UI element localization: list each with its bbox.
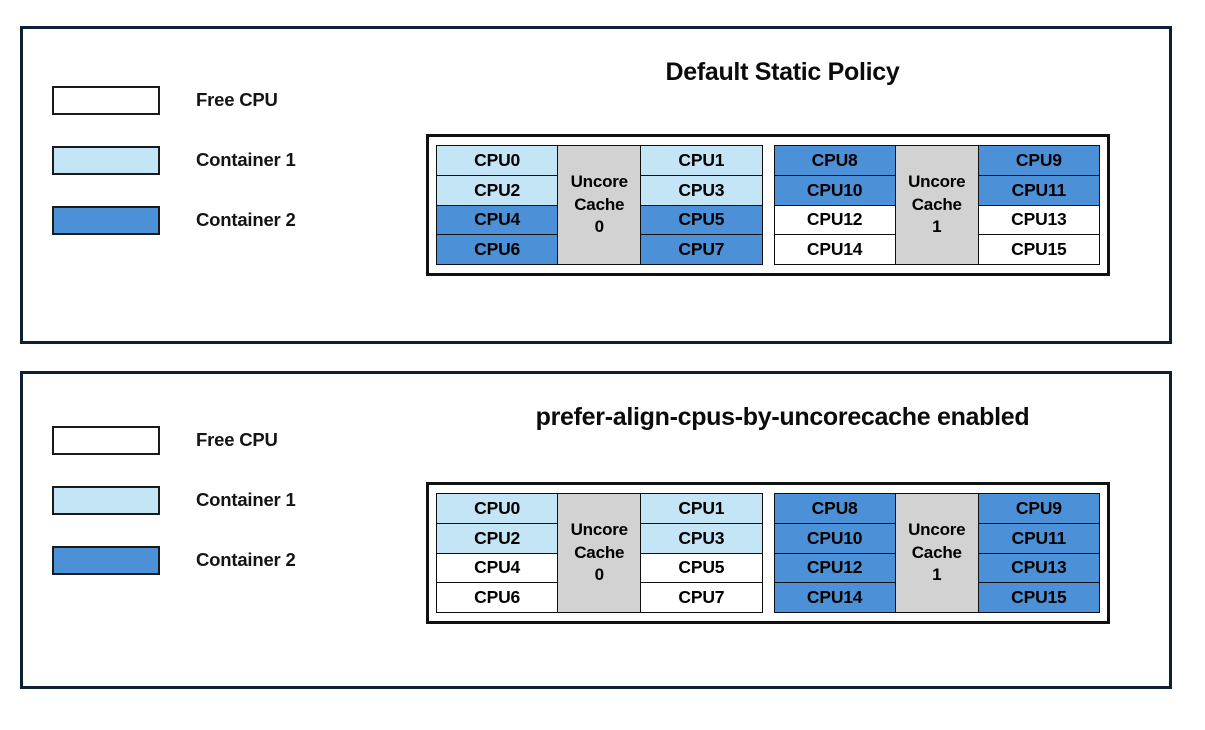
cpu-column-right: CPU9 CPU11 CPU13 CPU15: [977, 493, 1100, 613]
legend-item-container-2: Container 2: [52, 545, 296, 575]
cpu-topology-diagram-bottom: CPU0 CPU2 CPU4 CPU6 Uncore Cache 0 CPU1 …: [426, 482, 1110, 624]
legend-label-container-1: Container 1: [196, 149, 296, 170]
cpu-cell: CPU11: [977, 174, 1100, 206]
uncore-cache-box: Uncore Cache 1: [894, 493, 979, 613]
cpu-cell: CPU9: [977, 145, 1100, 176]
cpu-cell: CPU9: [977, 493, 1100, 524]
cpu-topology-diagram-top: CPU0 CPU2 CPU4 CPU6 Uncore Cache 0 CPU1 …: [426, 134, 1110, 276]
legend-swatch-free-cpu: [52, 85, 160, 115]
cpu-cell: CPU12: [773, 204, 896, 236]
cpu-column-left: CPU0 CPU2 CPU4 CPU6: [436, 493, 559, 613]
legend-swatch-free-cpu: [52, 425, 160, 455]
uncore-cache-line-2: Cache: [574, 542, 625, 562]
uncore-group-0: CPU0 CPU2 CPU4 CPU6 Uncore Cache 0 CPU1 …: [436, 493, 763, 613]
cpu-cell: CPU7: [640, 234, 763, 265]
uncore-cache-index: 0: [594, 217, 604, 237]
cpu-cell: CPU12: [773, 552, 896, 584]
cpu-cell: CPU2: [436, 174, 559, 206]
legend-item-container-2: Container 2: [52, 205, 296, 235]
uncore-group-0: CPU0 CPU2 CPU4 CPU6 Uncore Cache 0 CPU1 …: [436, 145, 763, 265]
cpu-cell: CPU2: [436, 522, 559, 554]
page-title-bottom: prefer-align-cpus-by-uncorecache enabled: [535, 403, 1030, 431]
uncore-cache-line-1: Uncore: [570, 172, 629, 192]
legend-item-container-1: Container 1: [52, 485, 296, 515]
cpu-cell: CPU14: [773, 582, 896, 613]
uncore-cache-index: 1: [932, 217, 942, 237]
cpu-column-right: CPU1 CPU3 CPU5 CPU7: [640, 145, 763, 265]
uncore-group-1: CPU8 CPU10 CPU12 CPU14 Uncore Cache 1 CP…: [773, 145, 1100, 265]
cpu-cell: CPU4: [436, 204, 559, 236]
cpu-column-left: CPU8 CPU10 CPU12 CPU14: [773, 145, 896, 265]
legend-top: Free CPU Container 1 Container 2: [52, 85, 296, 265]
cpu-cell: CPU14: [773, 234, 896, 265]
legend-swatch-container-2: [52, 545, 160, 575]
uncore-cache-line-2: Cache: [911, 194, 962, 214]
cpu-cell: CPU8: [773, 145, 896, 176]
uncore-cache-line-1: Uncore: [908, 172, 966, 192]
legend-label-free-cpu: Free CPU: [196, 89, 278, 110]
cpu-cell: CPU6: [436, 582, 559, 613]
legend-label-free-cpu: Free CPU: [196, 429, 278, 450]
cpu-column-left: CPU0 CPU2 CPU4 CPU6: [436, 145, 559, 265]
cpu-cell: CPU13: [977, 204, 1100, 236]
cpu-column-right: CPU9 CPU11 CPU13 CPU15: [977, 145, 1100, 265]
uncore-cache-line-1: Uncore: [908, 520, 966, 540]
legend-item-free-cpu: Free CPU: [52, 85, 296, 115]
uncore-cache-box: Uncore Cache 0: [557, 493, 642, 613]
cpu-cell: CPU15: [977, 582, 1100, 613]
legend-bottom: Free CPU Container 1 Container 2: [52, 425, 296, 605]
cpu-cell: CPU1: [640, 493, 763, 524]
legend-label-container-2: Container 2: [196, 549, 296, 570]
legend-swatch-container-2: [52, 205, 160, 235]
cpu-cell: CPU15: [977, 234, 1100, 265]
cpu-cell: CPU8: [773, 493, 896, 524]
legend-item-free-cpu: Free CPU: [52, 425, 296, 455]
uncore-cache-index: 1: [932, 565, 942, 585]
cpu-cell: CPU3: [640, 522, 763, 554]
cpu-cell: CPU0: [436, 493, 559, 524]
legend-swatch-container-1: [52, 145, 160, 175]
cpu-cell: CPU0: [436, 145, 559, 176]
uncore-cache-line-1: Uncore: [570, 520, 629, 540]
legend-label-container-1: Container 1: [196, 489, 296, 510]
cpu-column-right: CPU1 CPU3 CPU5 CPU7: [640, 493, 763, 613]
cpu-cell: CPU6: [436, 234, 559, 265]
legend-item-container-1: Container 1: [52, 145, 296, 175]
page-title-top: Default Static Policy: [665, 58, 900, 86]
uncore-cache-box: Uncore Cache 0: [557, 145, 642, 265]
cpu-column-left: CPU8 CPU10 CPU12 CPU14: [773, 493, 896, 613]
legend-swatch-container-1: [52, 485, 160, 515]
uncore-group-1: CPU8 CPU10 CPU12 CPU14 Uncore Cache 1 CP…: [773, 493, 1100, 613]
cpu-cell: CPU10: [773, 174, 896, 206]
uncore-cache-index: 0: [594, 565, 604, 585]
cpu-cell: CPU7: [640, 582, 763, 613]
cpu-cell: CPU1: [640, 145, 763, 176]
uncore-cache-box: Uncore Cache 1: [894, 145, 979, 265]
cpu-cell: CPU10: [773, 522, 896, 554]
cpu-cell: CPU13: [977, 552, 1100, 584]
cpu-cell: CPU5: [640, 552, 763, 584]
cpu-cell: CPU11: [977, 522, 1100, 554]
cpu-cell: CPU3: [640, 174, 763, 206]
cpu-cell: CPU5: [640, 204, 763, 236]
uncore-cache-line-2: Cache: [911, 542, 962, 562]
legend-label-container-2: Container 2: [196, 209, 296, 230]
uncore-cache-line-2: Cache: [574, 194, 625, 214]
cpu-cell: CPU4: [436, 552, 559, 584]
